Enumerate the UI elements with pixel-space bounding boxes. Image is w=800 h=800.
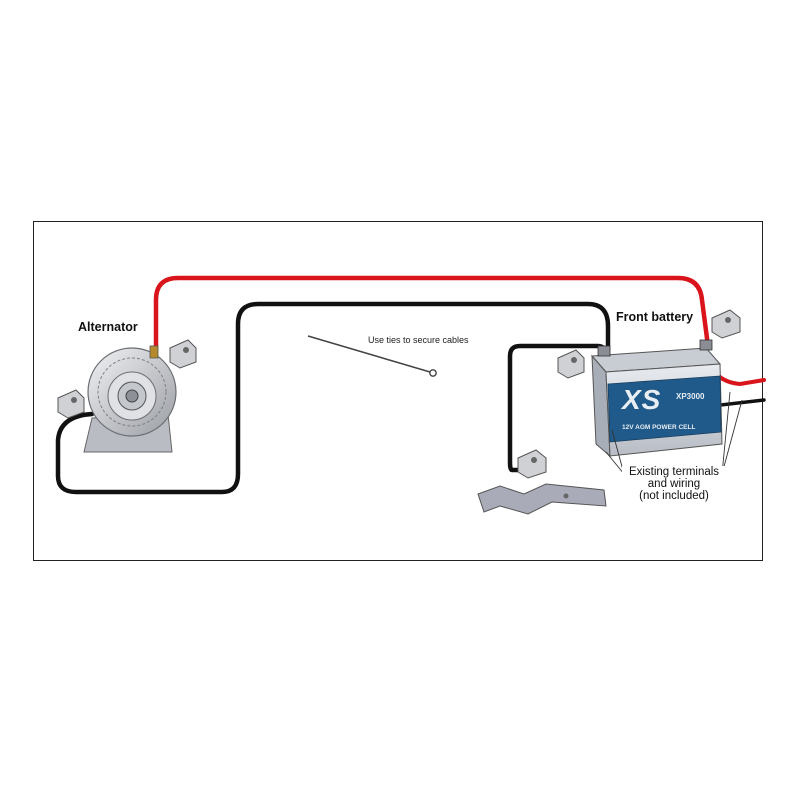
existing-terminals-line3: (not included) [639, 490, 709, 502]
terminal-lug-icon [169, 339, 197, 369]
cable-ties-note: Use ties to secure cables [368, 335, 469, 345]
alternator-icon [83, 345, 177, 453]
ground-cable-alternator [55, 301, 611, 495]
chassis-bracket-icon [477, 483, 607, 515]
callout-lines [605, 391, 743, 475]
alternator-label: Alternator [78, 320, 138, 334]
positive-cable [153, 275, 711, 355]
terminal-lug-icon [711, 309, 741, 339]
terminal-lug-icon [57, 389, 85, 419]
battery-subtitle: 12V AGM POWER CELL [622, 424, 696, 431]
battery-icon [590, 339, 723, 458]
terminal-lug-icon [517, 449, 547, 479]
cable-tie-icon [307, 335, 437, 377]
existing-terminals-line2: and wiring [647, 478, 701, 490]
existing-terminals-line1: Existing terminals [628, 466, 720, 478]
front-battery-label: Front battery [616, 310, 694, 324]
existing-terminals-label: Existing terminals and wiring (not inclu… [622, 466, 726, 502]
battery-logo: XS [622, 384, 662, 415]
battery-model: XP3000 [676, 392, 705, 401]
terminal-lug-icon [557, 349, 585, 379]
